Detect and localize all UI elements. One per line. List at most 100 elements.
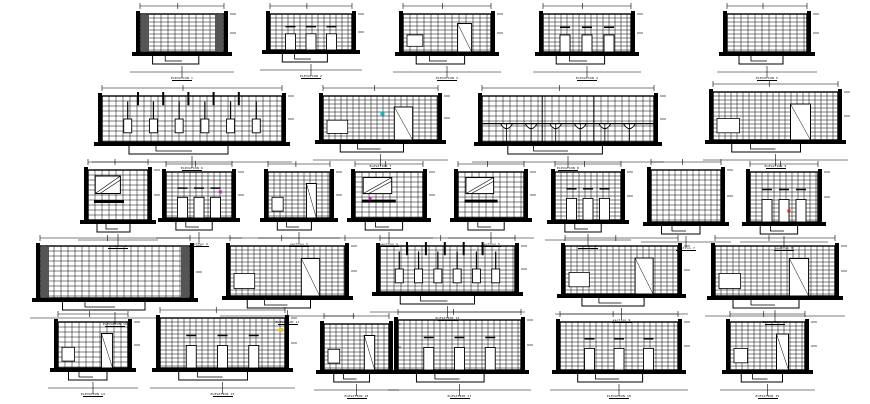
urinal: [394, 268, 404, 284]
elevation-svg: [78, 159, 160, 246]
elevation-svg: [258, 161, 342, 244]
elevation-caption: ELEVATION 14: [80, 392, 106, 396]
elevation-drawing: ELEVATION 16: [310, 310, 403, 404]
counter-block: [733, 347, 748, 364]
elevation-drawing: ELEVATION 9: [699, 78, 852, 174]
mirror-hatch: [363, 177, 392, 194]
hatched-panel: [41, 247, 49, 297]
side-wall: [678, 243, 682, 294]
wall-outline: [39, 245, 191, 299]
elevation-svg: [370, 235, 527, 318]
drain-line: [533, 146, 568, 152]
drain-line: [555, 56, 606, 65]
elevation-drawing: ELEVATION 4: [529, 0, 645, 86]
urinal: [414, 268, 424, 284]
side-wall: [285, 315, 289, 368]
counter-block: [327, 348, 341, 364]
floor-slab: [50, 368, 136, 372]
floor-slab: [707, 296, 843, 300]
wc-fixture: [559, 34, 571, 53]
elevation-group: [345, 161, 435, 244]
side-wall: [352, 11, 356, 50]
door-swing: [301, 258, 320, 297]
elevation-group: [705, 235, 847, 322]
hatched-panel: [215, 15, 223, 51]
drain-line: [62, 302, 146, 311]
elevation-group: [30, 235, 202, 324]
elevation-drawing: ELEVATION 19: [716, 308, 819, 404]
floor-slab: [557, 294, 686, 298]
elevation-drawing: ELEVATION 12: [366, 232, 529, 326]
door-swing: [364, 335, 375, 371]
wc-fixture: [454, 347, 465, 371]
floor-slab: [742, 222, 826, 226]
wc-fixture: [484, 347, 496, 371]
elevation-svg: [393, 3, 503, 78]
drain-line: [569, 56, 587, 62]
hatched-panel: [141, 15, 149, 51]
counter-block: [568, 271, 590, 288]
elevation-svg: [30, 235, 202, 324]
side-wall: [98, 93, 102, 142]
elevation-drawing: section 6: [541, 158, 635, 254]
drain-line: [357, 144, 381, 150]
elevation-group: [550, 311, 690, 396]
urinal: [433, 268, 443, 284]
mirror-hatch: [465, 177, 494, 194]
elevation-svg: [740, 161, 830, 248]
wc-fixture: [305, 33, 317, 51]
side-wall: [835, 243, 839, 296]
elevation-group: [48, 311, 140, 394]
floor-slab: [643, 222, 729, 226]
counter-block: [233, 273, 256, 289]
wc-fixture: [582, 197, 594, 221]
elevation-caption: ELEVATION 16: [344, 394, 369, 398]
drain-line: [185, 222, 199, 228]
drain-line: [175, 222, 213, 231]
side-wall: [438, 93, 442, 140]
elevation-caption: ELEVATION 1: [170, 76, 194, 80]
drain-line: [738, 56, 784, 65]
side-wall: [224, 11, 228, 52]
drain-line: [152, 56, 200, 65]
elevation-group: [92, 85, 294, 168]
elevation-svg: [220, 235, 357, 322]
side-wall: [162, 169, 166, 218]
side-wall: [345, 243, 349, 296]
floor-slab: [80, 220, 156, 224]
side-wall: [654, 93, 658, 142]
door-swing: [776, 333, 789, 371]
counter-block: [718, 273, 742, 289]
elevation-drawing: section 2: [152, 158, 246, 252]
elevation-group: [472, 85, 666, 168]
elevation-drawing: section 4: [341, 158, 437, 252]
side-wall: [491, 11, 495, 52]
wc-fixture: [566, 197, 577, 221]
floor-slab: [450, 218, 532, 222]
elevation-drawing: ELEVATION 3: [389, 0, 505, 86]
elevation-caption: section 8: [774, 246, 794, 250]
drain-line: [294, 54, 311, 60]
drain-line: [467, 222, 505, 231]
drain-line: [598, 298, 622, 304]
hatched-panel: [181, 247, 189, 297]
drain-line: [246, 300, 311, 309]
floor-slab: [474, 142, 662, 146]
counter-block: [61, 346, 76, 362]
elevation-caption: section 3: [289, 242, 309, 246]
drain-line: [750, 144, 776, 150]
door-swing: [789, 258, 809, 297]
caption-underline: [346, 398, 367, 399]
caption-underline: [609, 398, 629, 399]
floor-slab: [262, 50, 360, 54]
caption-underline: [449, 398, 470, 399]
drain-line: [276, 222, 312, 231]
caption-underline: [757, 80, 777, 81]
elevation-svg: [641, 159, 733, 248]
side-wall: [723, 11, 727, 52]
side-wall: [232, 169, 236, 218]
elevation-group: [314, 313, 401, 396]
side-wall: [320, 321, 324, 370]
elevation-group: [78, 159, 160, 246]
floor-slab: [158, 218, 240, 222]
